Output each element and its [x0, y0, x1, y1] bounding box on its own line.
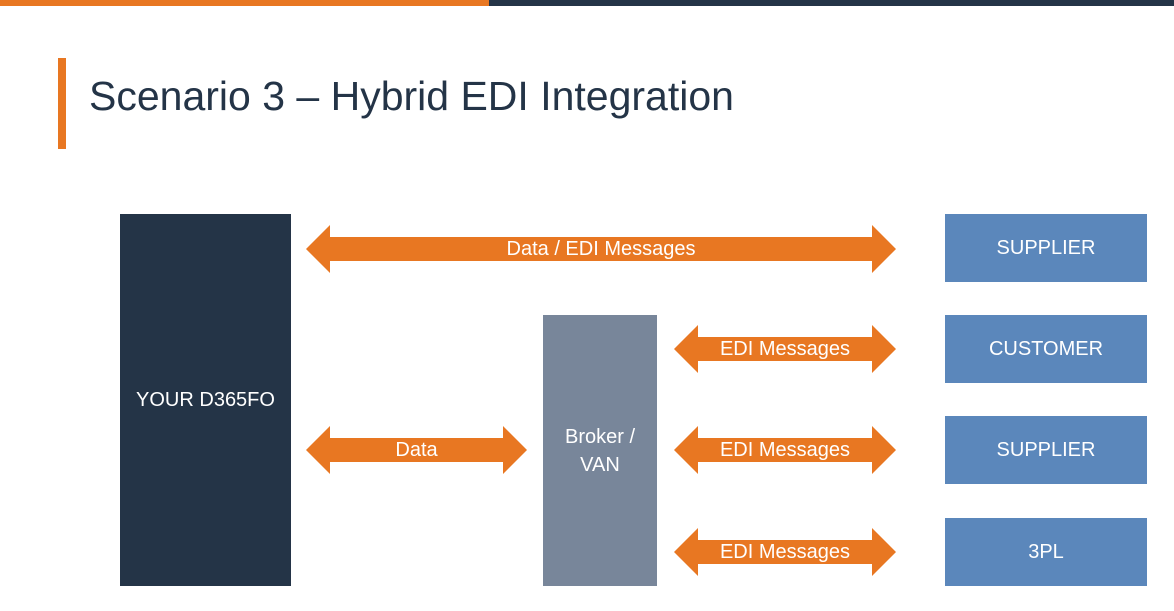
double-arrow-shape — [674, 528, 896, 576]
title-accent-bar — [58, 58, 66, 149]
partner-label: SUPPLIER — [996, 237, 1096, 259]
partner-block-supplier-2: SUPPLIER — [945, 416, 1147, 484]
partner-label: CUSTOMER — [988, 338, 1104, 360]
broker-label-line1: Broker / — [564, 425, 636, 448]
double-arrow-shape — [306, 225, 896, 273]
partner-block-3pl: 3PL — [945, 518, 1147, 586]
partner-block-customer: CUSTOMER — [945, 315, 1147, 383]
top-accent-bar — [0, 0, 489, 6]
double-arrow-shape — [674, 426, 896, 474]
arrow-edi-supplier: EDI Messages — [674, 426, 896, 474]
arrow-label: Data — [395, 438, 438, 461]
arrow-data-to-broker: Data — [306, 426, 527, 474]
arrow-label: EDI Messages — [719, 337, 851, 360]
d365fo-label: YOUR D365FO — [136, 389, 275, 411]
arrow-direct-edi: Data / EDI Messages — [306, 225, 896, 273]
top-dark-bar — [489, 0, 1174, 6]
partner-label: SUPPLIER — [996, 439, 1096, 461]
d365fo-block: YOUR D365FO — [120, 214, 291, 586]
arrow-label: EDI Messages — [719, 438, 851, 461]
broker-label-line2: VAN — [580, 453, 620, 476]
broker-van-block: Broker / VAN — [543, 315, 657, 586]
double-arrow-shape — [674, 325, 896, 373]
slide-title: Scenario 3 – Hybrid EDI Integration — [89, 73, 734, 119]
arrow-label: EDI Messages — [719, 540, 851, 563]
partner-block-supplier-1: SUPPLIER — [945, 214, 1147, 282]
arrow-edi-3pl: EDI Messages — [674, 528, 896, 576]
arrow-label: Data / EDI Messages — [506, 237, 696, 260]
double-arrow-shape — [306, 426, 527, 474]
arrow-edi-customer: EDI Messages — [674, 325, 896, 373]
partner-label: 3PL — [1028, 541, 1064, 563]
